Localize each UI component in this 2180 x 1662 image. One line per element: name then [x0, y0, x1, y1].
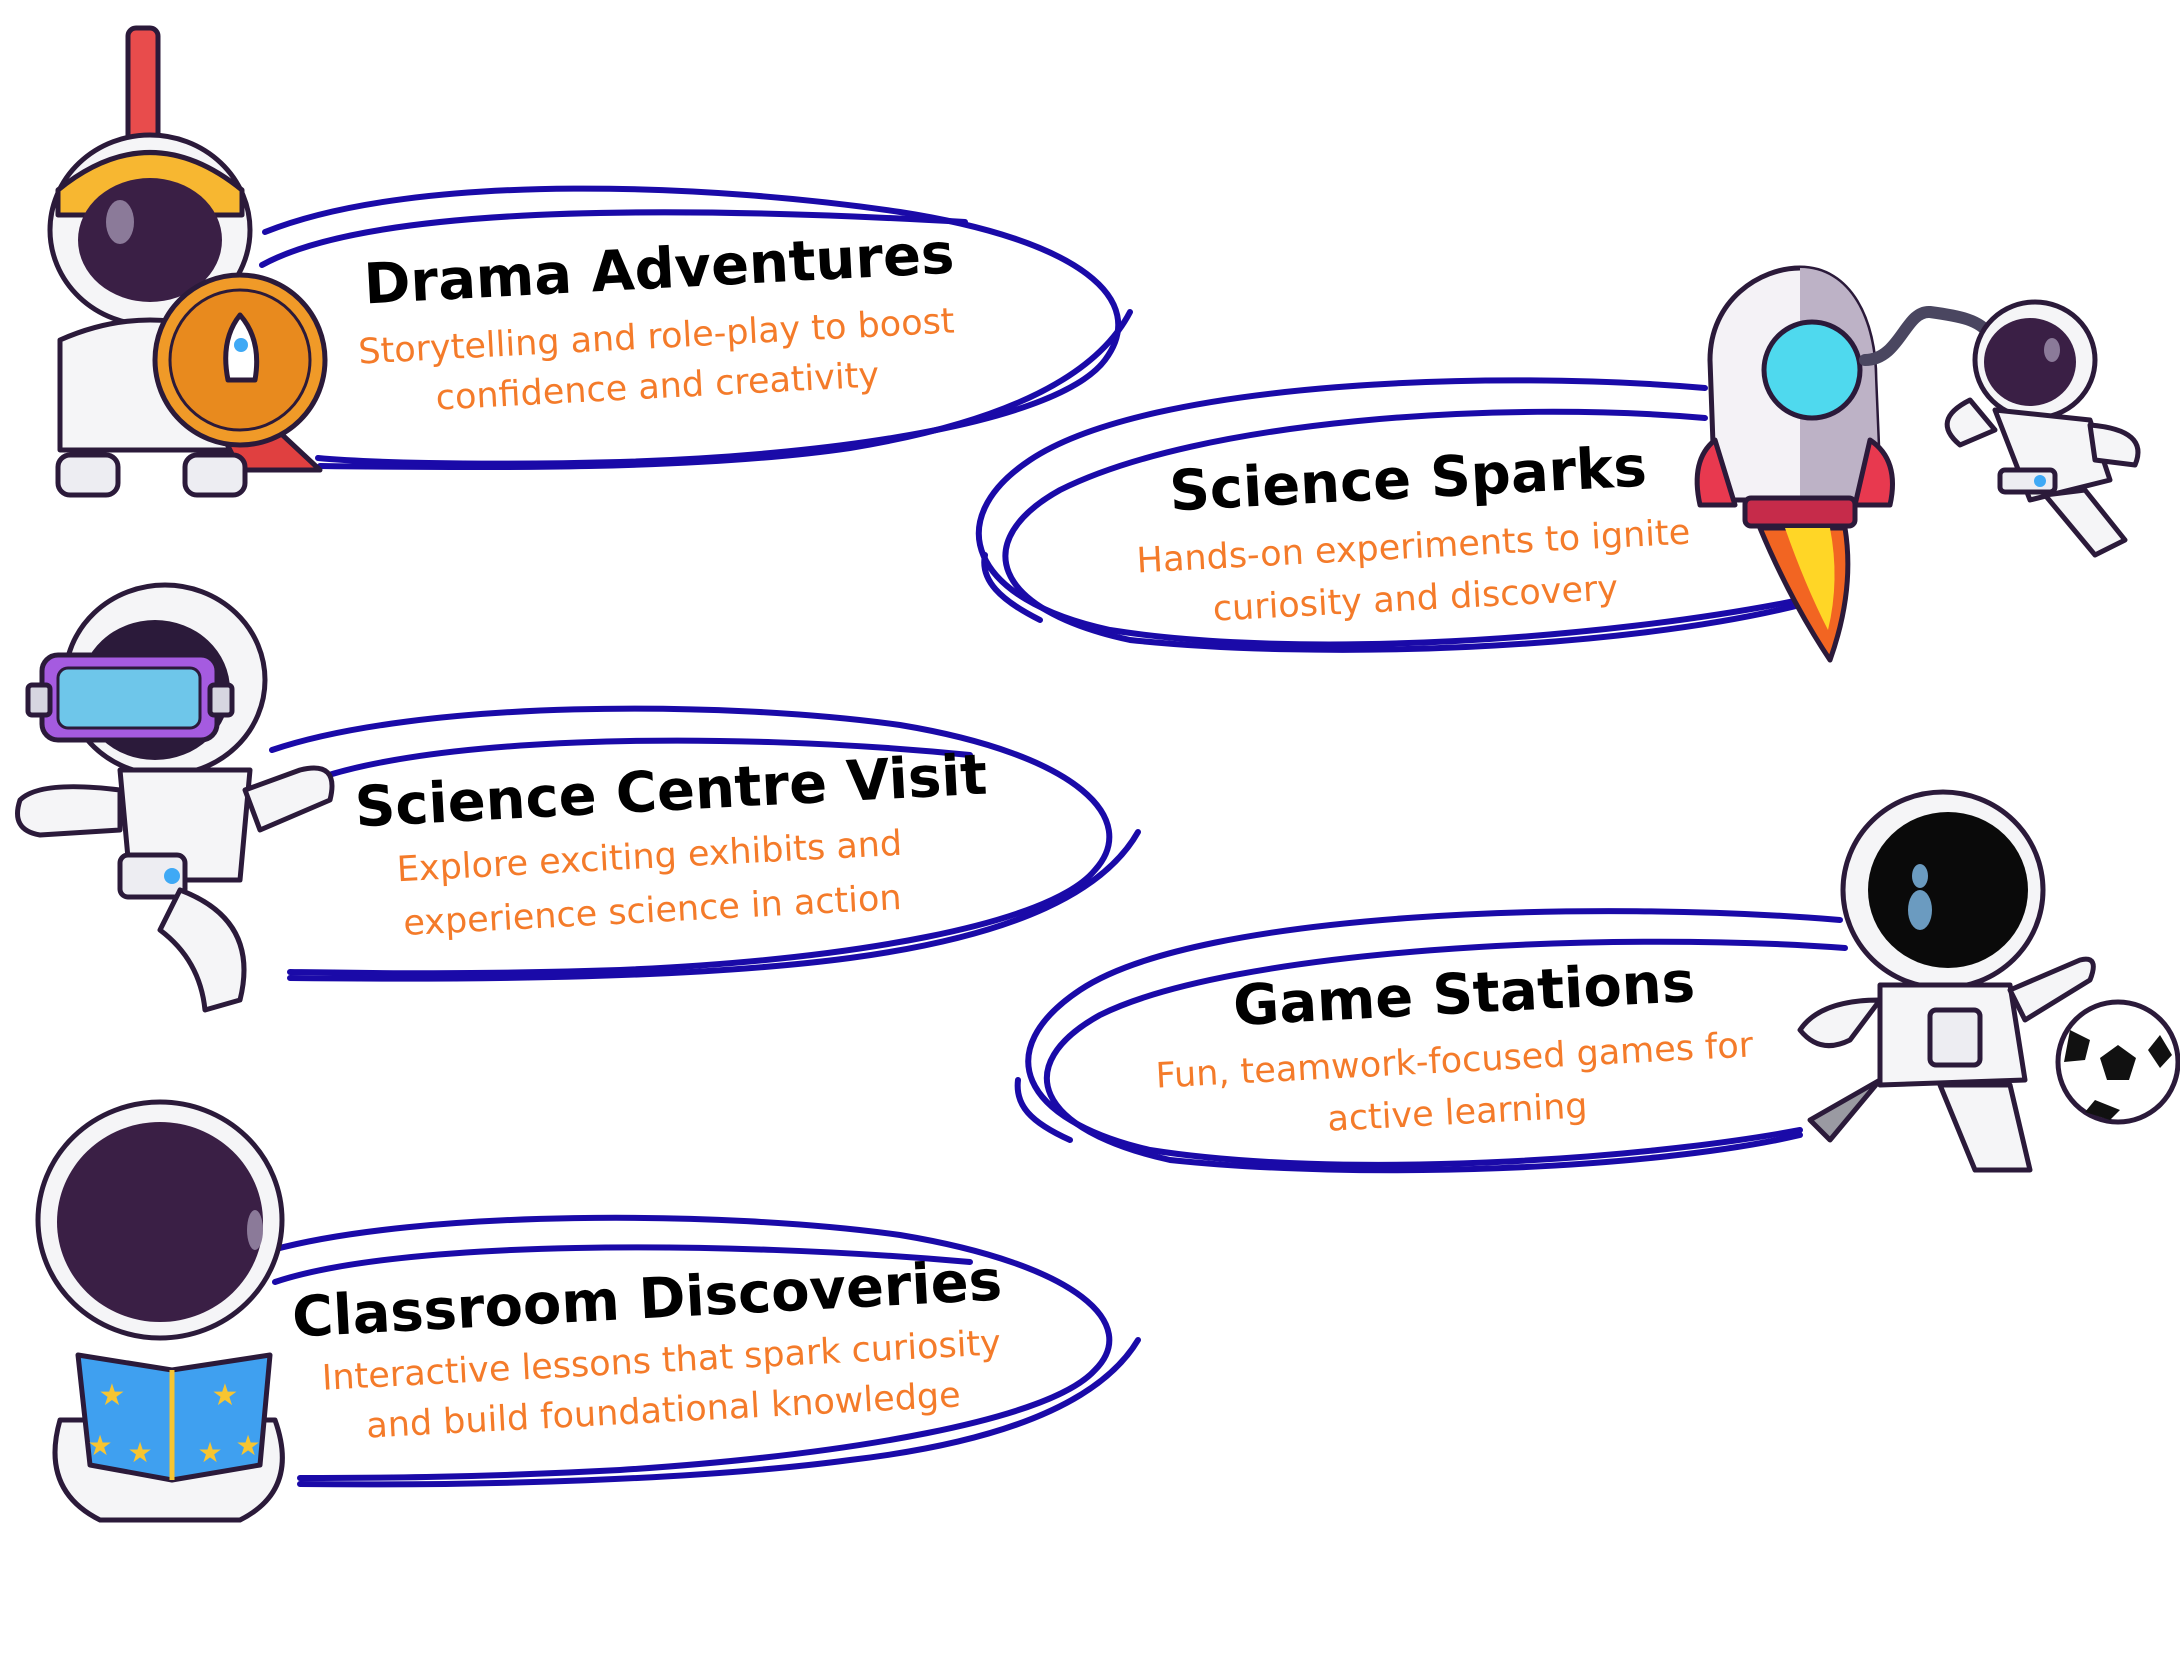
star-icon: ★ [235, 1429, 260, 1462]
star-icon: ★ [99, 1378, 126, 1413]
scribble-ring [975, 377, 1803, 653]
star-icon: ★ [87, 1429, 112, 1462]
soccer-astronaut-icon [1797, 789, 2096, 1173]
scribble-ring [269, 705, 1141, 982]
card-subtitle-line-2: experience science in action [402, 878, 902, 944]
scribble-ring [1014, 908, 1848, 1174]
reading-astronaut-icon: ★ ★ ★ ★ ★ ★ [35, 1099, 285, 1523]
roman-helmet-astronaut-icon [47, 25, 328, 498]
floating-astronaut-icon [1944, 299, 2141, 558]
scribble-ring [269, 1214, 1141, 1488]
card-title: Science Sparks [1168, 435, 1648, 525]
scribble-ring [259, 185, 1133, 471]
card-classroom-discoveries: ★ ★ ★ ★ ★ ★ Classroom Discoveries Intera… [35, 1099, 1141, 1523]
card-subtitle-line-2: active learning [1326, 1086, 1588, 1140]
star-icon: ★ [197, 1436, 222, 1469]
card-drama-adventures: Drama Adventures Storytelling and role-p… [47, 25, 1133, 498]
rocket-icon [1694, 265, 1895, 663]
star-icon: ★ [127, 1436, 152, 1469]
vr-goggles-astronaut-icon [15, 582, 335, 1013]
card-subtitle-line-2: curiosity and discovery [1212, 568, 1619, 629]
card-science-centre-visit: Science Centre Visit Explore exciting ex… [15, 582, 1141, 1013]
card-game-stations: Game Stations Fun, teamwork-focused game… [1014, 789, 2180, 1174]
tether-icon [1859, 306, 1996, 366]
soccer-ball-icon [2055, 999, 2180, 1125]
star-icon: ★ [212, 1378, 239, 1413]
card-science-sparks: Science Sparks Hands-on experiments to i… [975, 265, 2141, 663]
card-title: Drama Adventures [362, 222, 955, 318]
